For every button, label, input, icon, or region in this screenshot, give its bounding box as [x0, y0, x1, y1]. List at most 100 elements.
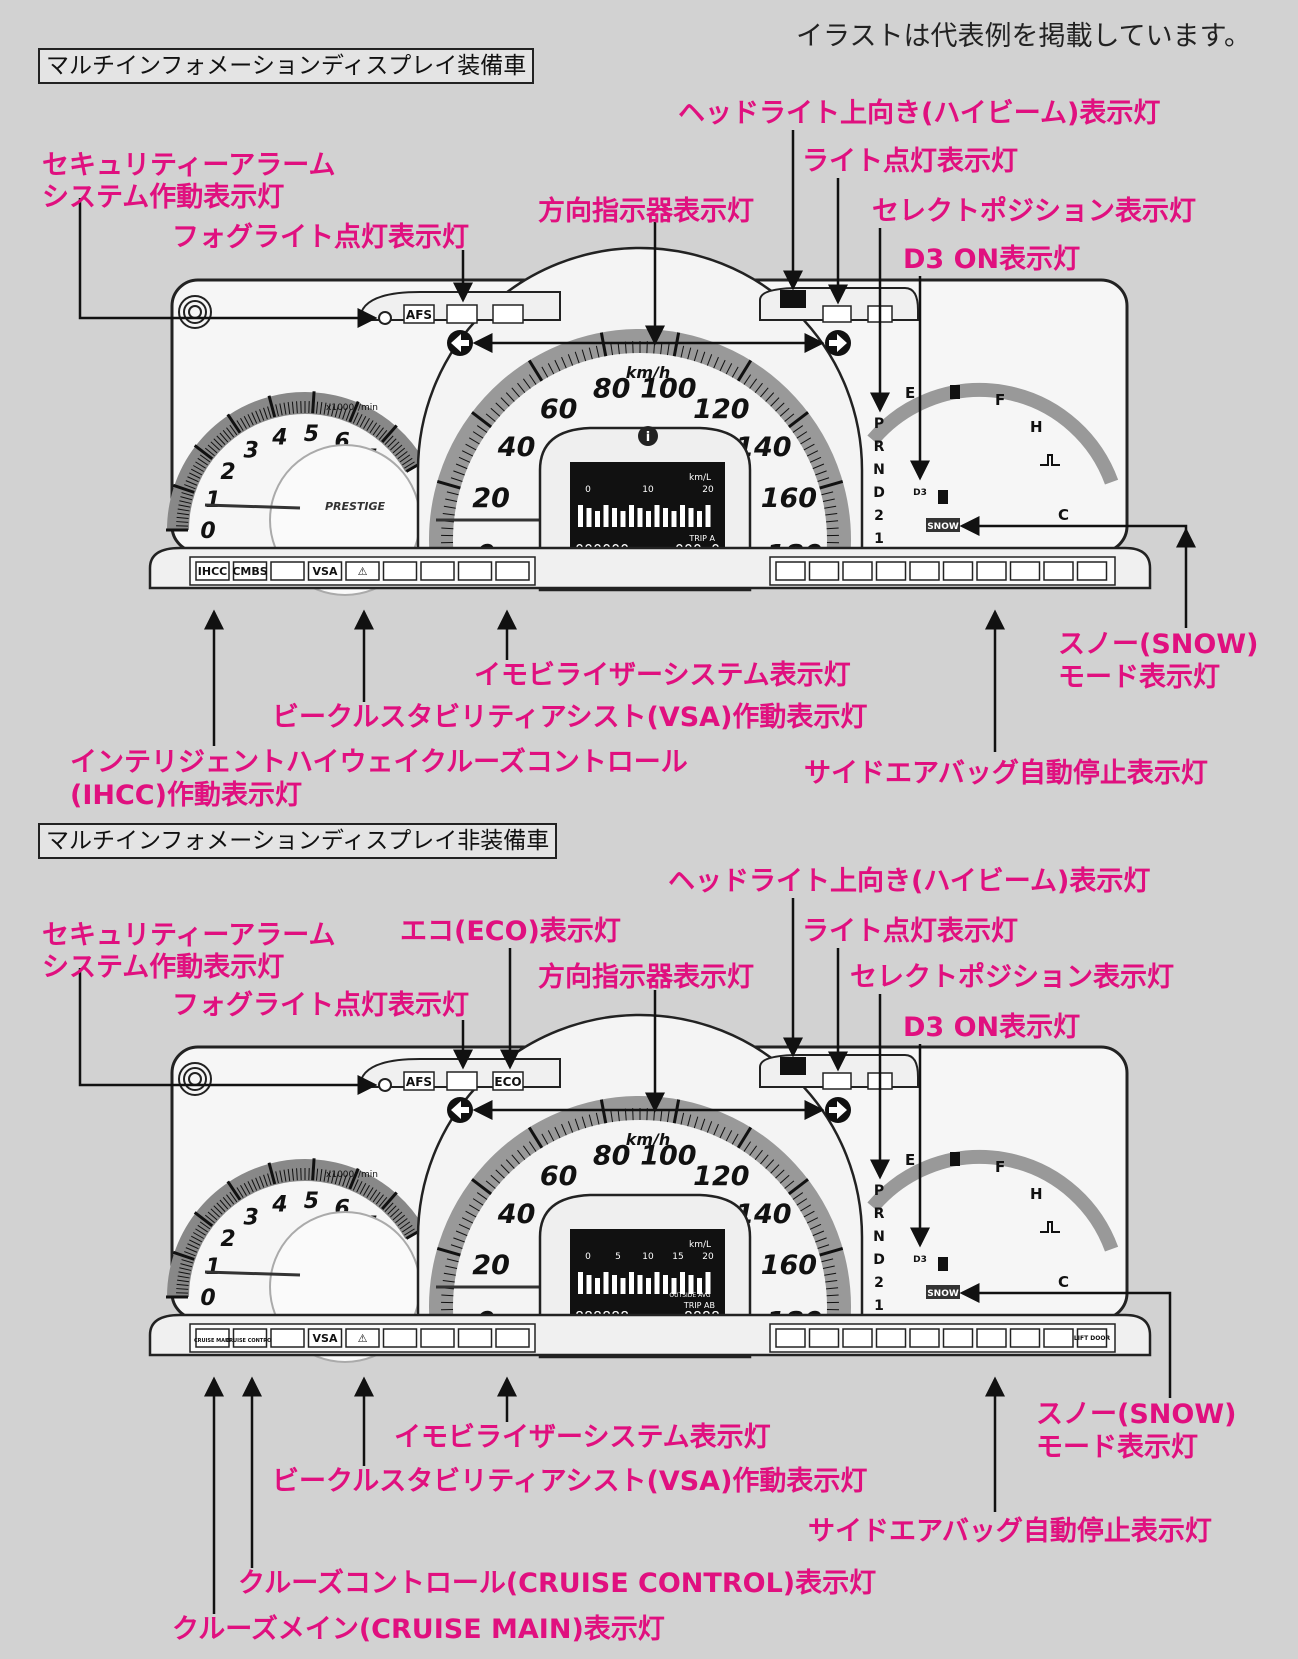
tachometer-label: 3: [243, 1205, 258, 1230]
lcd-bar: [688, 1275, 694, 1294]
lcd-bar: [620, 1278, 626, 1294]
leader-security-2: [78, 968, 378, 1095]
tachometer-tick: [390, 1208, 400, 1218]
tachometer-tick: [216, 1202, 226, 1212]
label-security-alarm-1: セキュリティーアラーム システム作動表示灯: [42, 150, 336, 213]
label-light-on-2: ライト点灯表示灯: [802, 916, 1018, 947]
tachometer-tick: [279, 1170, 283, 1183]
lcd-bar: [603, 1272, 609, 1294]
speedometer-tick: [812, 463, 825, 470]
speedometer-tick: [500, 397, 510, 407]
tachometer-tick: [176, 1288, 189, 1290]
warning-light: [345, 1328, 380, 1348]
leader-snow-1: [959, 516, 1188, 536]
gear-position-label: P: [874, 1183, 884, 1199]
speedometer-tick: [806, 450, 819, 457]
tachometer-label: 4: [271, 425, 287, 450]
leader-snow-2: [959, 1283, 1172, 1398]
speedometer-tick: [453, 470, 465, 476]
tachometer-tick: [259, 409, 265, 421]
tachometer-tick: [291, 401, 295, 414]
speedometer-tick: [792, 425, 804, 433]
speed-unit: km/h: [626, 363, 671, 382]
tachometer-tick: [193, 444, 214, 460]
tachometer-tick: [229, 1191, 238, 1203]
top-indicator: [492, 304, 524, 324]
tachometer-tick: [323, 402, 327, 415]
speedometer-tick: [765, 1159, 775, 1169]
speedometer-tick: [574, 1118, 580, 1131]
lcd-bar: [697, 1278, 702, 1294]
speedometer-tick: [815, 470, 827, 476]
speedometer-tick: [736, 359, 753, 382]
lcd-bar: [646, 511, 651, 527]
label-high-beam-1: ヘッドライト上向き(ハイビーム)表示灯: [678, 98, 1161, 129]
speedometer-tick: [796, 431, 808, 439]
tachometer-tick: [210, 441, 220, 451]
tachometer-tick: [378, 1196, 388, 1207]
speedometer-tick: [713, 356, 719, 369]
lcd-bar: [612, 1275, 617, 1294]
warning-light-label: LIFT DOOR: [1074, 1335, 1111, 1342]
tachometer-tick: [243, 1182, 251, 1195]
warning-light: [307, 561, 343, 581]
speedometer-label: 80: [593, 374, 631, 405]
warning-light-label: CRUISE MAIN: [194, 1338, 231, 1344]
tachometer-tick: [356, 1181, 363, 1193]
tachometer-tick: [210, 1208, 220, 1218]
speedometer-tick: [779, 407, 790, 417]
warning-light: [1076, 1328, 1108, 1348]
speedometer-tick: [517, 382, 526, 393]
tachometer-tick: [177, 1275, 190, 1279]
panel-title-with-mid: マルチインフォメーションディスプレイ装備車: [38, 48, 535, 84]
tachometer-tick: [226, 413, 242, 434]
fuel-warning-icon: [938, 1257, 948, 1271]
label-select-position-2: セレクトポジション表示灯: [850, 962, 1174, 993]
tachometer-tick: [172, 1250, 195, 1261]
lcd-bar: [646, 1278, 651, 1294]
gear-position-label: 2: [874, 1275, 884, 1291]
speedometer-tick: [541, 366, 549, 378]
speedometer-tick: [443, 1272, 456, 1276]
leader-security-1: [78, 198, 378, 328]
speedometer-tick: [436, 480, 461, 490]
warning-light: [420, 1328, 455, 1348]
tachometer-tick: [184, 484, 196, 490]
snow-indicator: [926, 1285, 960, 1299]
tachometer-tick: [267, 406, 272, 419]
tachometer-tick: [181, 492, 194, 497]
speedometer-tick: [547, 1130, 555, 1142]
speedometer-tick: [471, 1178, 493, 1196]
cluster-group: 012345678x1000r/min020406080100120140160…: [148, 1013, 1152, 1363]
tachometer-label: 0: [200, 1286, 215, 1311]
label-security-alarm-2: セキュリティーアラーム システム作動表示灯: [42, 920, 336, 983]
speedometer-tick: [455, 1230, 468, 1237]
illustration-note: イラストは代表例を掲載しています。: [796, 21, 1251, 52]
tachometer-tick: [345, 1176, 351, 1188]
temperature-icon: [1040, 454, 1060, 466]
speedometer-tick: [505, 1159, 515, 1169]
warning-light-label: VSA: [313, 1332, 338, 1345]
tachometer-tick: [363, 418, 370, 429]
tachometer-tick: [275, 404, 279, 417]
tachometer-needle: [204, 1270, 301, 1277]
snow-indicator: [926, 518, 960, 532]
tachometer-tick: [226, 1180, 242, 1201]
speedometer-tick: [731, 1133, 739, 1145]
tachometer-tick: [243, 415, 251, 428]
tachometer-tick: [315, 1168, 319, 1181]
speedometer-tick: [485, 1180, 496, 1189]
speedometer-tick: [554, 359, 561, 372]
tachometer-tick: [189, 1239, 201, 1246]
lcd-unit: km/L: [689, 1240, 711, 1250]
speedometer-tick: [824, 1272, 837, 1276]
speedometer-tick: [719, 1126, 726, 1139]
tachometer-tick: [369, 1189, 378, 1200]
cluster-group: 012345678x1000r/minPRESTIGE0204060801001…: [148, 246, 1152, 596]
gear-position-label: D: [873, 1252, 885, 1268]
tachometer-tick: [240, 1185, 247, 1196]
speedometer-tick: [817, 1244, 830, 1249]
tachometer-tick: [193, 1232, 204, 1239]
